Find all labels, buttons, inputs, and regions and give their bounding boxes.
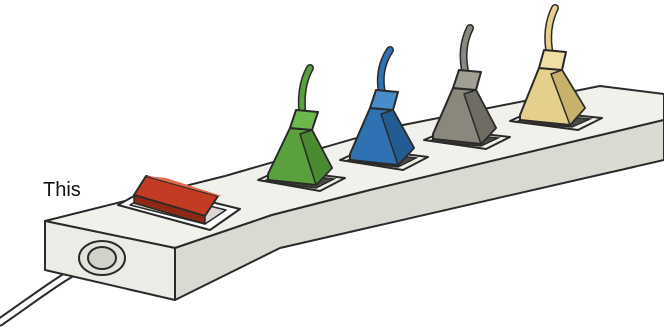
- caption-text: This: [43, 179, 81, 201]
